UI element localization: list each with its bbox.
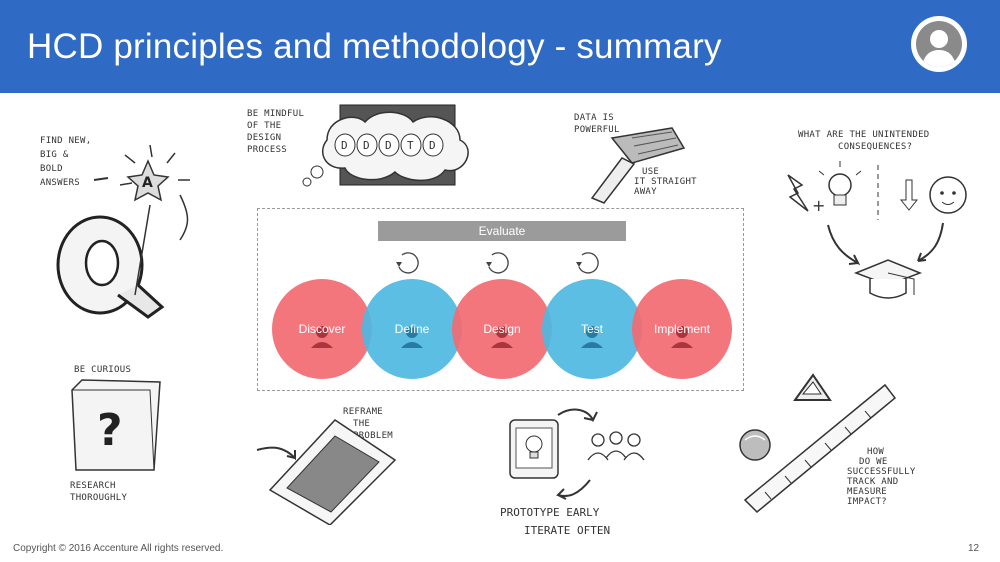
lightbulb-icon [818,161,862,206]
cycle-arrow-icon [396,252,419,274]
mindful-letter-4: T [407,139,414,152]
research-line1: RESEARCH [70,481,116,491]
user-avatar-icon [911,16,967,72]
prototype-line2: ITERATE OFTEN [524,524,610,537]
reframe-line2: THE [353,419,370,429]
page-number: 12 [968,543,980,554]
track-line3: SUCCESSFULLY [847,467,916,477]
curved-arrow-icon [557,408,598,423]
be-curious-sketch: BE CURIOUS ? RESEARCH THOROUGHLY [70,365,161,503]
q-letter-icon [56,215,165,319]
mindful-letter-5: D [429,139,436,152]
use-it-line1: USE [642,167,659,177]
data-powerful-line1: DATA IS [574,113,614,123]
find-new-line4: ANSWERS [40,178,80,188]
track-line5: MEASURE [847,487,887,497]
measure-impact-sketch: HOW DO WE SUCCESSFULLY TRACK AND MEASURE… [739,373,916,514]
mindful-letter-1: D [341,139,348,152]
ball-icon [739,429,771,461]
stage-label-test: Test [581,322,604,336]
svg-text:+: + [812,196,825,215]
prototype-line1: PROTOTYPE EARLY [500,506,600,519]
down-arrow-icon [899,179,919,211]
graduation-cap-icon [853,259,923,299]
stage-label-implement: Implement [654,322,711,336]
process-circles: Discover Define Design Test Implement [272,252,732,379]
svg-text:A: A [142,175,153,191]
reframe-problem-sketch: REFRAME THE PROBLEM [256,407,397,525]
curved-arrow-icon [556,479,591,500]
research-line2: THOROUGHLY [70,493,127,503]
svg-text:?: ? [97,405,123,456]
mindful-line2: OF THE [247,121,281,131]
data-powerful-line2: POWERFUL [574,125,620,135]
frame-icon [268,419,397,525]
cycle-arrow-icon [576,252,599,274]
question-box-icon: ? [71,379,161,471]
copyright-text: Copyright © 2016 Accenture All rights re… [13,543,224,554]
hammer-icon [590,127,686,204]
stage-label-define: Define [395,322,430,336]
use-it-line3: AWAY [634,187,657,197]
find-new-answers-sketch: FIND NEW, BIG & BOLD ANSWERS A [40,136,190,319]
mindful-letter-2: D [363,139,370,152]
stage-label-design: Design [483,322,520,336]
mindful-letter-3: D [385,139,392,152]
find-new-line2: BIG & [40,150,69,160]
evaluate-bar: Evaluate [378,221,626,241]
mindful-line1: BE MINDFUL [247,109,304,119]
cycle-arrow-icon [486,252,509,274]
data-powerful-sketch: DATA IS POWERFUL USE IT STRAIGHT AWAY [574,113,697,204]
reframe-line1: REFRAME [343,407,383,417]
tablet-icon [509,419,559,479]
use-it-line2: IT STRAIGHT [634,177,697,187]
mindful-letters: D D D T D [334,133,444,157]
slide-title: HCD principles and methodology - summary [27,27,722,66]
ruler-icon [743,383,897,514]
unintended-line2: CONSEQUENCES? [838,142,912,152]
baby-face-icon [929,176,967,214]
lightning-icon [787,174,809,212]
track-line2: DO WE [859,457,888,467]
curved-arrow-icon [256,446,296,461]
stage-label-discover: Discover [299,322,346,336]
reframe-line3: PROBLEM [353,431,393,441]
slide-header: HCD principles and methodology - summary [0,0,1000,93]
mindful-line3: DESIGN [247,133,281,143]
process-diagram-frame [257,208,744,391]
unintended-consequences-sketch: WHAT ARE THE UNINTENDED CONSEQUENCES? + [787,130,967,299]
people-icon [587,431,645,461]
triangle-icon [793,373,832,401]
unintended-line1: WHAT ARE THE UNINTENDED [798,130,930,140]
curious-label: BE CURIOUS [74,365,131,375]
track-line6: IMPACT? [847,497,887,507]
track-line1: HOW [867,447,884,457]
track-line4: TRACK AND [847,477,898,487]
prototype-sketch: PROTOTYPE EARLY ITERATE OFTEN [500,408,645,537]
find-new-line1: FIND NEW, [40,136,91,146]
a-star-icon: A [119,144,190,202]
mindful-design-sketch: BE MINDFUL OF THE DESIGN PROCESS D D D T… [247,104,469,187]
find-new-line3: BOLD [40,164,63,174]
mindful-line4: PROCESS [247,145,287,155]
